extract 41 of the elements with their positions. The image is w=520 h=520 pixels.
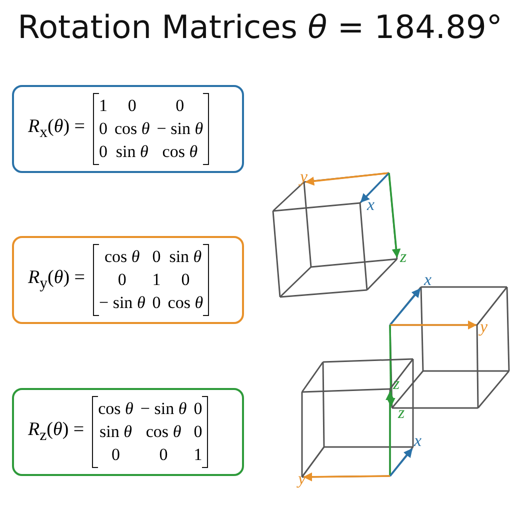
matrix-entry: 0	[194, 421, 202, 443]
matrix-entry: cos θ	[104, 246, 141, 268]
axis-label: y	[480, 317, 488, 336]
matrix-entry: 0	[126, 95, 138, 117]
axis-label: y	[300, 167, 308, 186]
matrix-entry: 1	[99, 95, 108, 117]
axis-label: x	[367, 195, 375, 214]
matrix-box	[12, 236, 244, 324]
matrix-name: R$_{y}$(θ) =	[28, 267, 85, 293]
matrix-entry: − sin θ	[156, 118, 204, 140]
matrix-entry: cos θ	[168, 292, 204, 314]
matrix-entry: 0	[99, 141, 108, 163]
axis-label: z	[398, 403, 405, 422]
matrix-entry: 0	[180, 269, 191, 291]
matrix-name: R$_{z}$(θ) =	[28, 419, 84, 445]
matrix-entry: 1	[194, 444, 202, 466]
axis-label: z	[400, 247, 407, 266]
matrix-entry: sin θ	[168, 246, 203, 268]
title: Rotation Matrices θ = 184.89°	[16, 8, 504, 46]
matrix-entry: 1	[152, 269, 161, 291]
matrix-entry: cos θ	[144, 421, 182, 443]
matrix-entry: 0	[152, 246, 161, 268]
matrix-entry: sin θ	[114, 141, 150, 163]
matrix-entry: − sin θ	[99, 292, 146, 314]
matrix-entry: 0	[116, 269, 128, 291]
matrix-entry: cos θ	[114, 118, 150, 140]
matrix-entry: 0	[99, 118, 108, 140]
matrix-entry: 0	[174, 95, 186, 117]
matrix-entry: sin θ	[98, 421, 133, 443]
axis-label: x	[424, 270, 432, 289]
matrix-entry: 0	[194, 398, 202, 420]
matrix-entry: 0	[158, 444, 169, 466]
matrix-box	[12, 85, 244, 173]
matrix-entry: cos θ	[161, 141, 199, 163]
matrix-box	[12, 388, 244, 476]
matrix-entry: 0	[110, 444, 121, 466]
matrix-entry: cos θ	[98, 398, 134, 420]
matrix-entry: − sin θ	[140, 398, 187, 420]
matrix-name: R$_{x}$(θ) =	[28, 116, 85, 142]
axis-label: x	[414, 431, 422, 450]
matrix-entry: 0	[152, 292, 161, 314]
